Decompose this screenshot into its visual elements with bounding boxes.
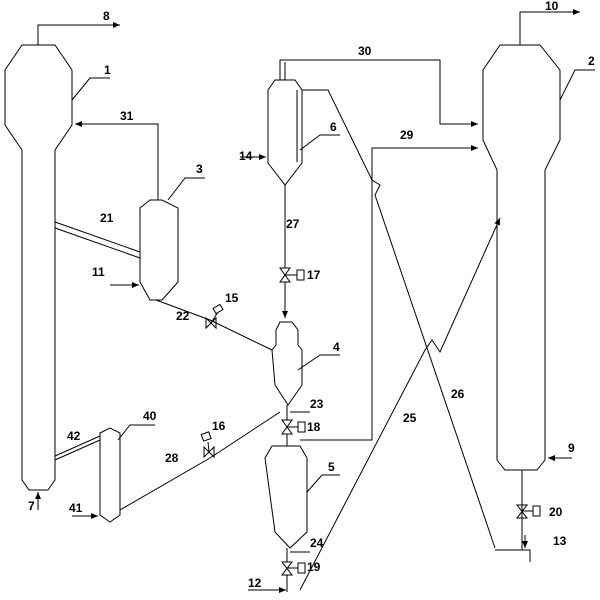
label-11: 11 — [92, 265, 105, 279]
label-40: 40 — [143, 409, 157, 423]
vessel-6 — [267, 79, 303, 186]
valve-20[interactable] — [515, 504, 541, 519]
leader-4 — [297, 354, 340, 371]
label-3: 3 — [196, 162, 203, 176]
stream-22-line — [155, 299, 273, 351]
vessel-4 — [271, 321, 303, 406]
label-28: 28 — [165, 451, 179, 465]
vessel-3 — [139, 199, 179, 301]
valve-19[interactable] — [280, 561, 306, 576]
label-15: 15 — [225, 291, 239, 305]
label-26: 26 — [451, 387, 465, 401]
leader-40 — [117, 424, 155, 441]
vessel-5-outlet-line — [300, 145, 478, 441]
leader-6 — [299, 134, 340, 151]
label-29: 29 — [400, 128, 414, 142]
label-2: 2 — [588, 54, 595, 68]
label-27: 27 — [286, 217, 300, 231]
label-20: 20 — [549, 505, 563, 519]
stream-28-line — [119, 411, 281, 511]
label-4: 4 — [333, 340, 340, 354]
label-21: 21 — [100, 211, 114, 225]
label-19: 19 — [307, 560, 321, 574]
stream-30-line — [279, 59, 478, 127]
label-7: 7 — [28, 499, 35, 513]
leader-3 — [167, 177, 205, 201]
label-6: 6 — [330, 120, 337, 134]
stream-42-line-b — [54, 439, 101, 461]
label-30: 30 — [358, 44, 372, 58]
label-12: 12 — [248, 576, 262, 590]
regenerator-2 — [482, 44, 561, 471]
stream-31-line — [75, 121, 159, 200]
stream-42-line-a — [54, 435, 101, 457]
valve-15[interactable] — [205, 303, 224, 330]
label-42: 42 — [67, 429, 81, 443]
vessel-5 — [264, 445, 308, 549]
label-10: 10 — [545, 0, 559, 13]
stream-13-line — [495, 549, 531, 562]
valve-16[interactable] — [200, 431, 215, 459]
valve-17[interactable] — [279, 267, 305, 283]
label-1: 1 — [104, 63, 111, 77]
label-24: 24 — [310, 536, 324, 550]
label-14: 14 — [239, 149, 253, 163]
stream-21-line-a — [54, 221, 141, 253]
valve-18[interactable] — [281, 419, 306, 435]
label-31: 31 — [120, 109, 134, 123]
label-9: 9 — [568, 441, 575, 455]
stream-10-line — [519, 9, 580, 45]
label-8: 8 — [103, 9, 110, 23]
stream-26-line — [302, 89, 496, 549]
stream-21-line-b — [54, 227, 141, 259]
label-16: 16 — [212, 419, 226, 433]
label-22: 22 — [176, 309, 190, 323]
label-25: 25 — [403, 411, 417, 425]
label-41: 41 — [69, 501, 83, 515]
label-18: 18 — [307, 420, 321, 434]
leader-2 — [559, 69, 595, 101]
stream-8-line — [37, 22, 120, 45]
label-23: 23 — [310, 397, 324, 411]
label-17: 17 — [307, 268, 321, 282]
leader-5 — [306, 474, 340, 493]
stream-25-line — [299, 217, 501, 591]
leader-1 — [71, 77, 110, 101]
reactor-1 — [4, 44, 73, 491]
label-5: 5 — [328, 460, 335, 474]
label-13: 13 — [553, 534, 567, 548]
vessel-40 — [99, 427, 121, 523]
